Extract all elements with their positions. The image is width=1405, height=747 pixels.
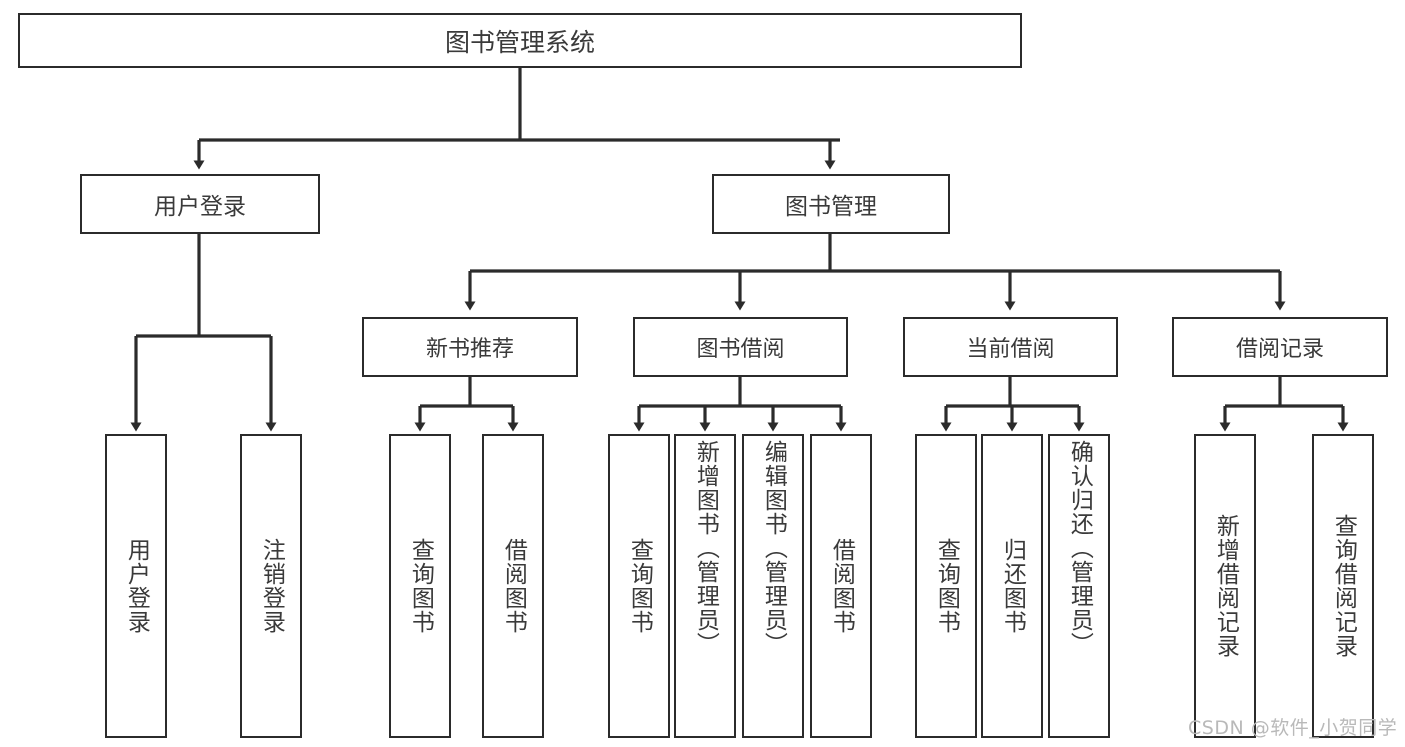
- leaf-current-query-book[interactable]: 查询图书: [915, 434, 977, 738]
- leaf-borrow-book[interactable]: 借阅图书: [810, 434, 872, 738]
- node-root-label: 图书管理系统: [444, 27, 595, 57]
- leaf-user-logout[interactable]: 注销登录: [240, 434, 302, 738]
- node-current-borrow-label: 当前借阅: [966, 337, 1055, 362]
- leaf-current-query-book-label: 查询图书: [933, 538, 960, 634]
- leaf-recommend-query-book-label: 查询图书: [407, 538, 434, 634]
- node-current-borrow[interactable]: 当前借阅: [903, 317, 1118, 377]
- leaf-edit-book-admin-label: 编辑图书（管理员）: [760, 440, 787, 656]
- node-book-borrow[interactable]: 图书借阅: [633, 317, 848, 377]
- node-book-management[interactable]: 图书管理: [712, 174, 950, 234]
- leaf-user-login-label: 用户登录: [123, 538, 150, 634]
- node-new-book-recommend-label: 新书推荐: [425, 337, 514, 362]
- watermark-text: CSDN @软件_小贺同学: [1188, 717, 1398, 739]
- leaf-query-borrow-record-label: 查询借阅记录: [1330, 514, 1357, 658]
- leaf-borrow-query-book-label: 查询图书: [626, 538, 653, 634]
- node-borrow-record[interactable]: 借阅记录: [1172, 317, 1388, 377]
- leaf-user-logout-label: 注销登录: [258, 538, 285, 634]
- leaf-add-book-admin[interactable]: 新增图书（管理员）: [674, 434, 736, 738]
- node-book-borrow-label: 图书借阅: [696, 337, 785, 362]
- node-borrow-record-label: 借阅记录: [1235, 337, 1324, 362]
- leaf-user-login[interactable]: 用户登录: [105, 434, 167, 738]
- leaf-return-book[interactable]: 归还图书: [981, 434, 1043, 738]
- node-user-login-label: 用户登录: [154, 194, 246, 220]
- leaf-recommend-query-book[interactable]: 查询图书: [389, 434, 451, 738]
- leaf-add-borrow-record-label: 新增借阅记录: [1212, 514, 1239, 658]
- leaf-query-borrow-record[interactable]: 查询借阅记录: [1312, 434, 1374, 738]
- node-root[interactable]: 图书管理系统: [18, 13, 1022, 68]
- leaf-add-borrow-record[interactable]: 新增借阅记录: [1194, 434, 1256, 738]
- node-new-book-recommend[interactable]: 新书推荐: [362, 317, 578, 377]
- leaf-edit-book-admin[interactable]: 编辑图书（管理员）: [742, 434, 804, 738]
- node-user-login[interactable]: 用户登录: [80, 174, 320, 234]
- leaf-recommend-borrow-book[interactable]: 借阅图书: [482, 434, 544, 738]
- leaf-recommend-borrow-book-label: 借阅图书: [500, 538, 527, 634]
- leaf-borrow-book-label: 借阅图书: [828, 538, 855, 634]
- leaf-confirm-return-admin-label: 确认归还（管理员）: [1066, 440, 1093, 656]
- leaf-borrow-query-book[interactable]: 查询图书: [608, 434, 670, 738]
- node-book-management-label: 图书管理: [785, 194, 877, 220]
- leaf-return-book-label: 归还图书: [999, 538, 1026, 634]
- leaf-add-book-admin-label: 新增图书（管理员）: [692, 440, 719, 656]
- leaf-confirm-return-admin[interactable]: 确认归还（管理员）: [1048, 434, 1110, 738]
